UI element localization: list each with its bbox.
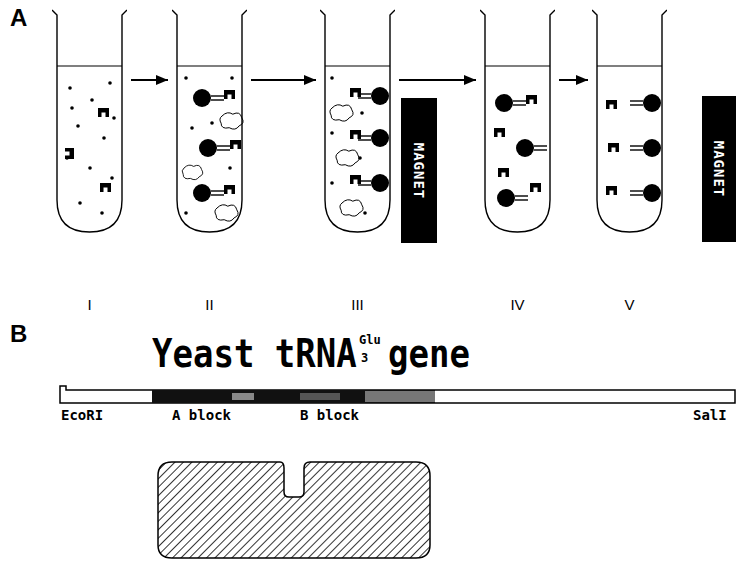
process-arrow <box>559 79 588 81</box>
gene-title: gene <box>388 334 470 373</box>
test-tube: I <box>52 8 127 314</box>
tube-drawing <box>480 8 555 234</box>
dna-label: SalI <box>693 408 727 422</box>
panel-letter: A <box>10 6 27 30</box>
panel-letter: B <box>10 322 27 346</box>
gene-title: Yeast tRNA <box>152 334 357 373</box>
tube-drawing <box>52 8 127 234</box>
magnet-label: MAGNET <box>711 141 727 198</box>
tube-number: V <box>592 296 667 313</box>
tube-number: II <box>172 296 247 313</box>
tfiiic-protein <box>158 462 430 558</box>
dna-label: A block <box>172 408 231 422</box>
test-tube: III <box>320 8 395 314</box>
dna-label: EcoRI <box>61 408 103 422</box>
test-tube: V <box>592 8 667 314</box>
tube-number: III <box>320 296 395 313</box>
tube-drawing <box>592 8 667 234</box>
dna-bar <box>60 386 735 403</box>
tube-drawing <box>172 8 247 234</box>
gene-title: 3 <box>361 352 368 364</box>
magnet-block: MAGNET <box>702 96 736 242</box>
process-arrow <box>399 79 476 81</box>
gene-title: Glu <box>359 334 381 346</box>
magnet-block: MAGNET <box>401 98 437 243</box>
process-arrow <box>131 79 168 81</box>
test-tube: IV <box>480 8 555 314</box>
magnet-label: MAGNET <box>411 142 427 199</box>
process-arrow <box>251 79 316 81</box>
test-tube: II <box>172 8 247 314</box>
tube-drawing <box>320 8 395 234</box>
tube-number: IV <box>480 296 555 313</box>
dna-label: B block <box>300 408 359 422</box>
tube-number: I <box>52 296 127 313</box>
